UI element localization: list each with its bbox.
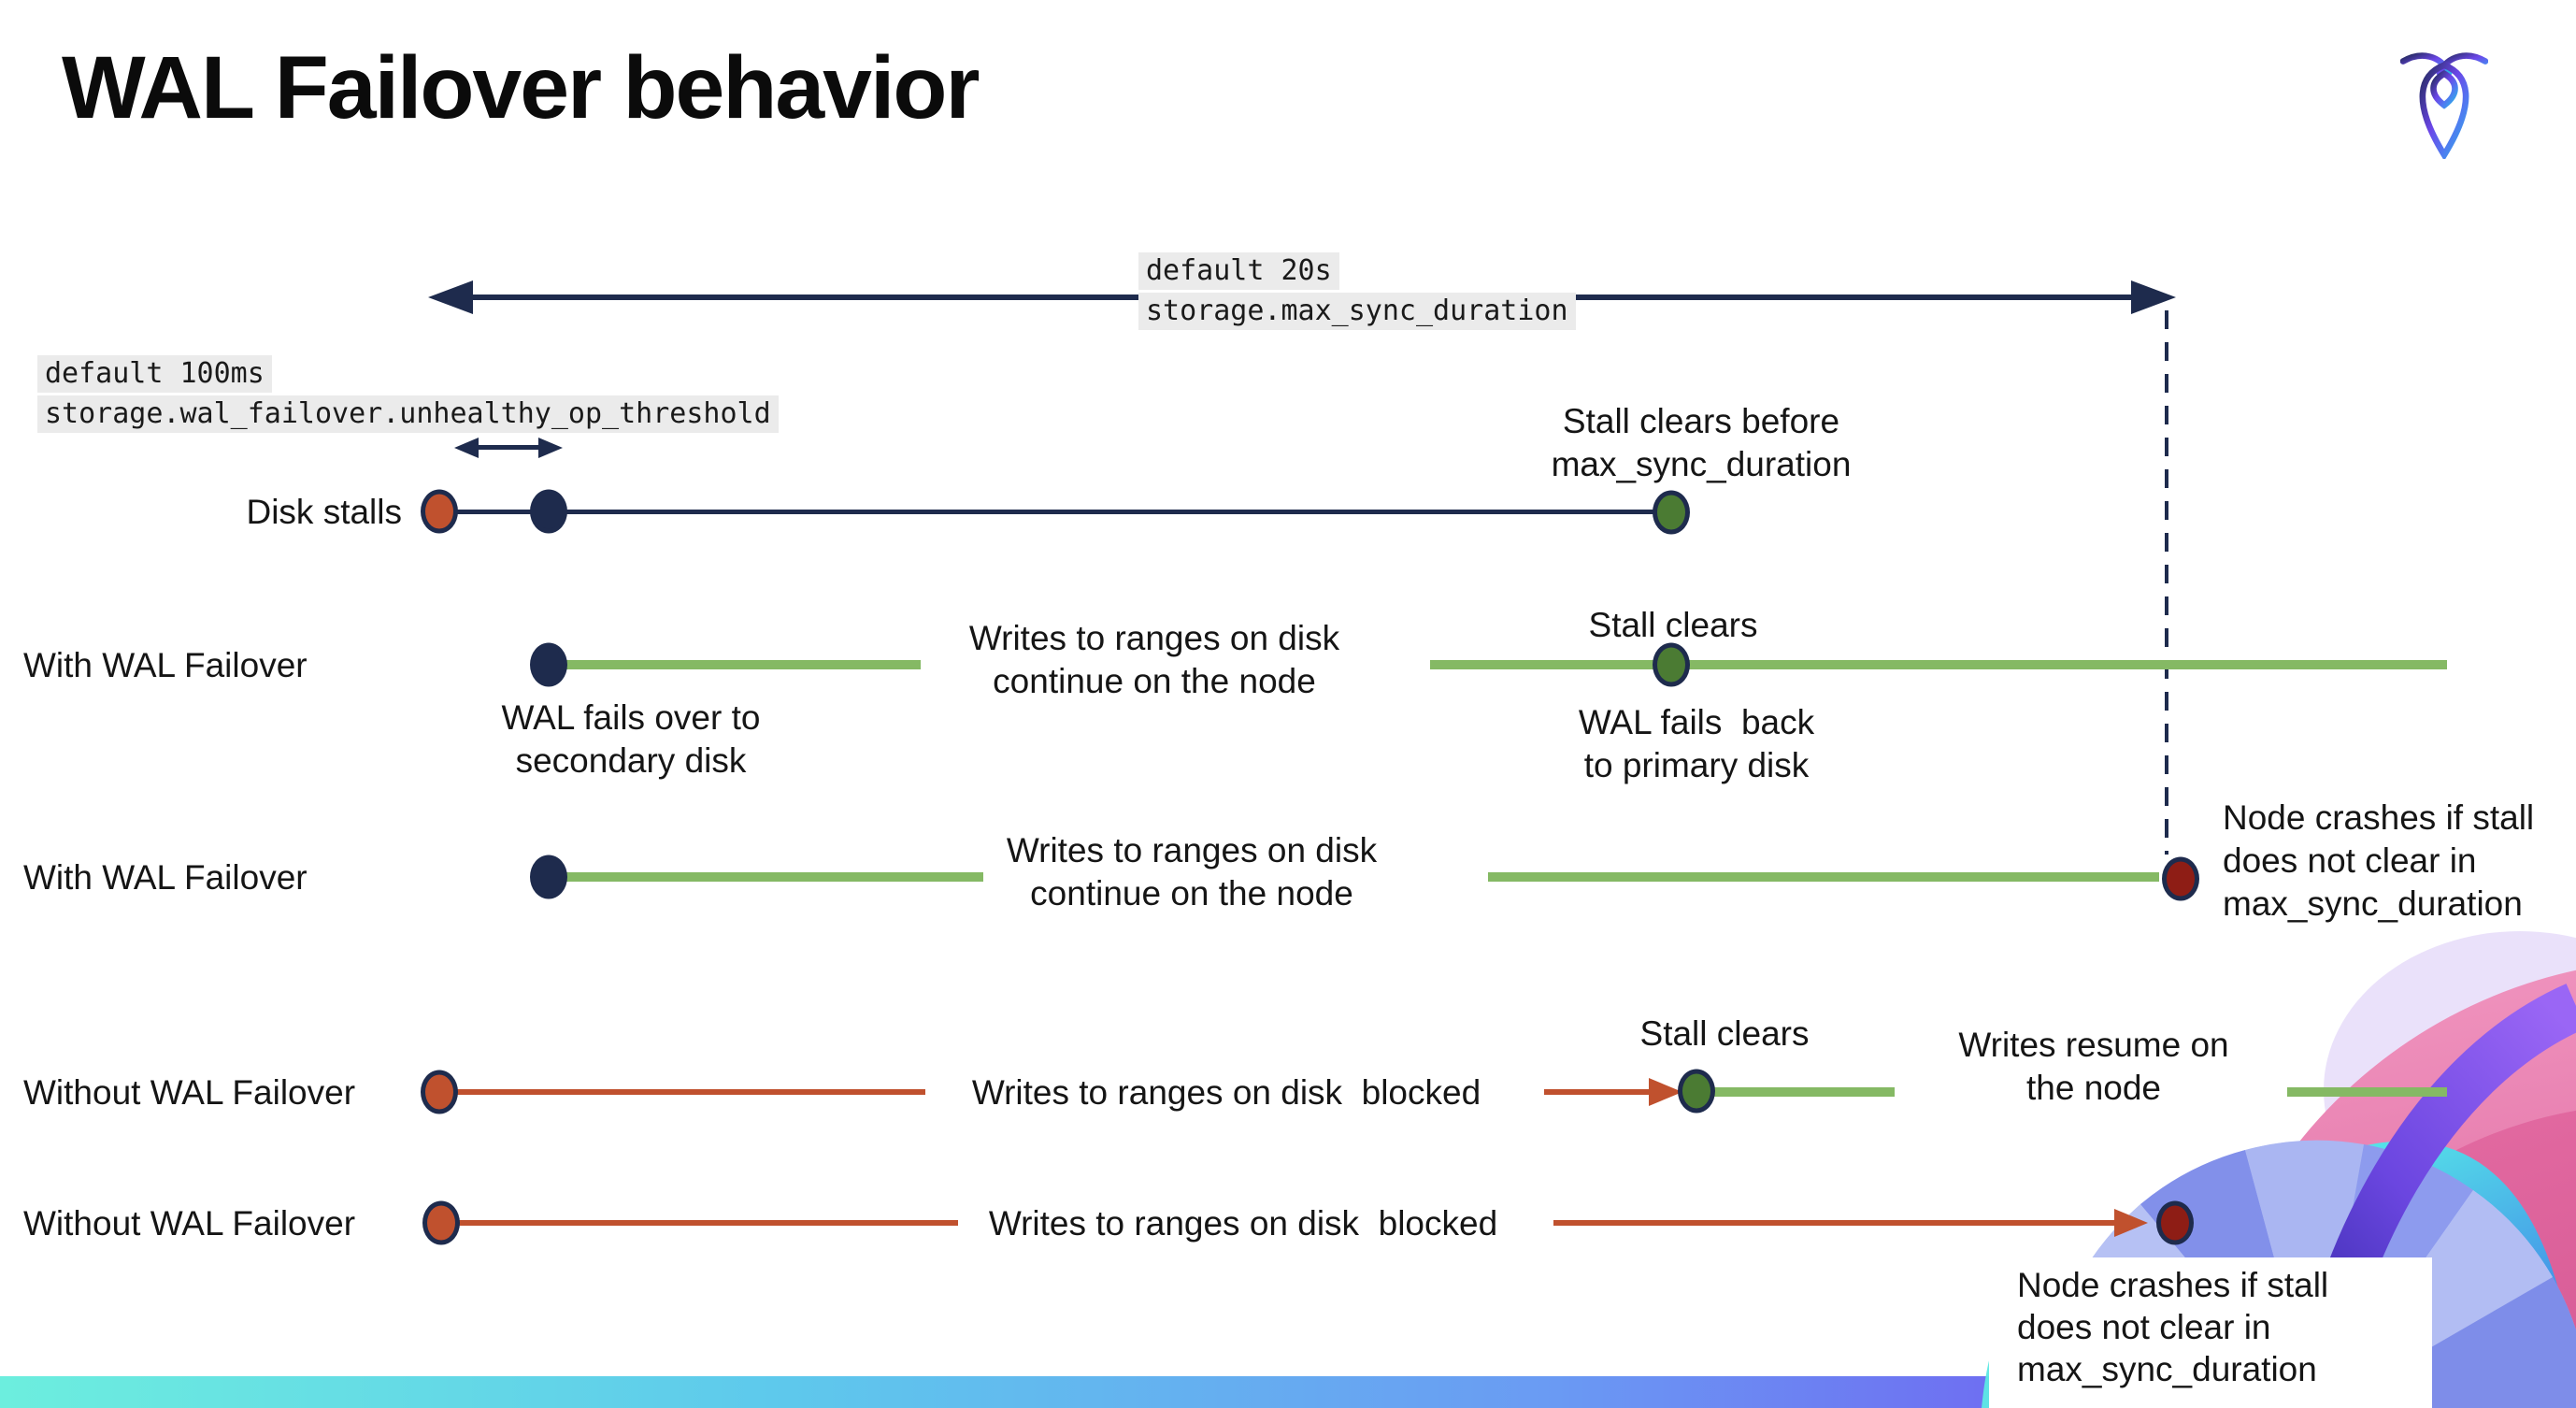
failover-dot-row2: [530, 642, 567, 687]
stall-clears-row4-label: Stall clears: [1639, 1014, 1810, 1053]
writes-ok-line-row2b: [1430, 660, 2447, 669]
cockroach-labs-logo-icon: [2399, 49, 2489, 164]
writes-blocked-line-row4a: [453, 1089, 925, 1095]
failover-dot-row3: [530, 855, 567, 899]
disk-stall-timeline: [439, 510, 1671, 514]
writes-blocked-row4-label: Writes to ranges on disk blocked: [971, 1073, 1481, 1112]
stall-clears-dot-row2: [1653, 642, 1690, 687]
writes-resume-line-row4a: [1708, 1087, 1895, 1097]
writes-ok-line-row2a: [561, 660, 921, 669]
writes-ok-line-row3a: [561, 872, 983, 882]
red-arrow-head-row5-icon: [2114, 1209, 2148, 1237]
writes-resume-line-row4b: [2287, 1087, 2447, 1097]
red-arrow-head-row4-icon: [1649, 1078, 1682, 1106]
wal-fails-over-label: WAL fails over to secondary disk: [501, 698, 761, 780]
writes-ok-line-row3b: [1488, 872, 2159, 882]
unhealthy-op-default-chip: default 100ms: [37, 355, 272, 393]
max-sync-default-chip: default 20s: [1138, 252, 1339, 290]
node-crash-callout-box: [1989, 1257, 2432, 1408]
threshold-arrow-left-head-icon: [454, 438, 479, 458]
row-label-without-wal-failover-2: Without WAL Failover: [23, 1204, 356, 1243]
threshold-arrow-right-head-icon: [538, 438, 563, 458]
unhealthy-op-setting-chip: storage.wal_failover.unhealthy_op_thresh…: [37, 395, 779, 433]
node-crashes-row3-label: Node crashes if stall does not clear in …: [2223, 798, 2535, 923]
writes-continue-row2-label: Writes to ranges on disk continue on the…: [968, 619, 1340, 700]
stall-clears-dot-row4: [1678, 1069, 1715, 1113]
writes-blocked-line-row4b: [1544, 1089, 1649, 1095]
stall-start-dot-row4: [421, 1070, 458, 1114]
row-label-disk-stalls: Disk stalls: [246, 493, 402, 531]
arrow-left-head-icon: [428, 280, 473, 314]
max-sync-deadline-dashed-line: [2165, 310, 2168, 855]
writes-blocked-row5-label: Writes to ranges on disk blocked: [988, 1204, 1498, 1243]
stall-start-dot: [421, 489, 458, 534]
node-crashes-row5-label: Node crashes if stall does not clear in …: [2017, 1266, 2329, 1388]
row-label-with-wal-failover-2: With WAL Failover: [23, 858, 308, 897]
writes-blocked-line-row5a: [455, 1220, 958, 1226]
node-crash-dot-row3: [2162, 856, 2199, 901]
writes-blocked-line-row5b: [1553, 1220, 2114, 1226]
stall-clears-dot-row1: [1653, 490, 1690, 535]
node-crash-dot-row5: [2156, 1200, 2194, 1245]
page-title: WAL Failover behavior: [62, 38, 980, 137]
row-label-with-wal-failover-1: With WAL Failover: [23, 646, 308, 684]
wal-fails-back-label: WAL fails back to primary disk: [1578, 703, 1815, 784]
arrow-right-head-icon: [2131, 280, 2176, 314]
max-sync-config-label: default 20s storage.max_sync_duration: [1138, 252, 1576, 330]
stall-start-dot-row5: [422, 1200, 460, 1245]
cockroach-logo-svg: [2399, 52, 2489, 162]
max-sync-setting-chip: storage.max_sync_duration: [1138, 293, 1576, 330]
threshold-dot: [530, 489, 567, 534]
unhealthy-op-config-label: default 100ms storage.wal_failover.unhea…: [37, 355, 779, 433]
writes-continue-row3-label: Writes to ranges on disk continue on the…: [1006, 831, 1378, 912]
writes-resume-label: Writes resume on the node: [1958, 1026, 2229, 1107]
threshold-arrow-line: [472, 445, 545, 450]
stall-clears-row2-label: Stall clears: [1588, 606, 1758, 644]
row-label-without-wal-failover-1: Without WAL Failover: [23, 1073, 356, 1112]
stall-clears-before-label: Stall clears before max_sync_duration: [1551, 402, 1852, 483]
